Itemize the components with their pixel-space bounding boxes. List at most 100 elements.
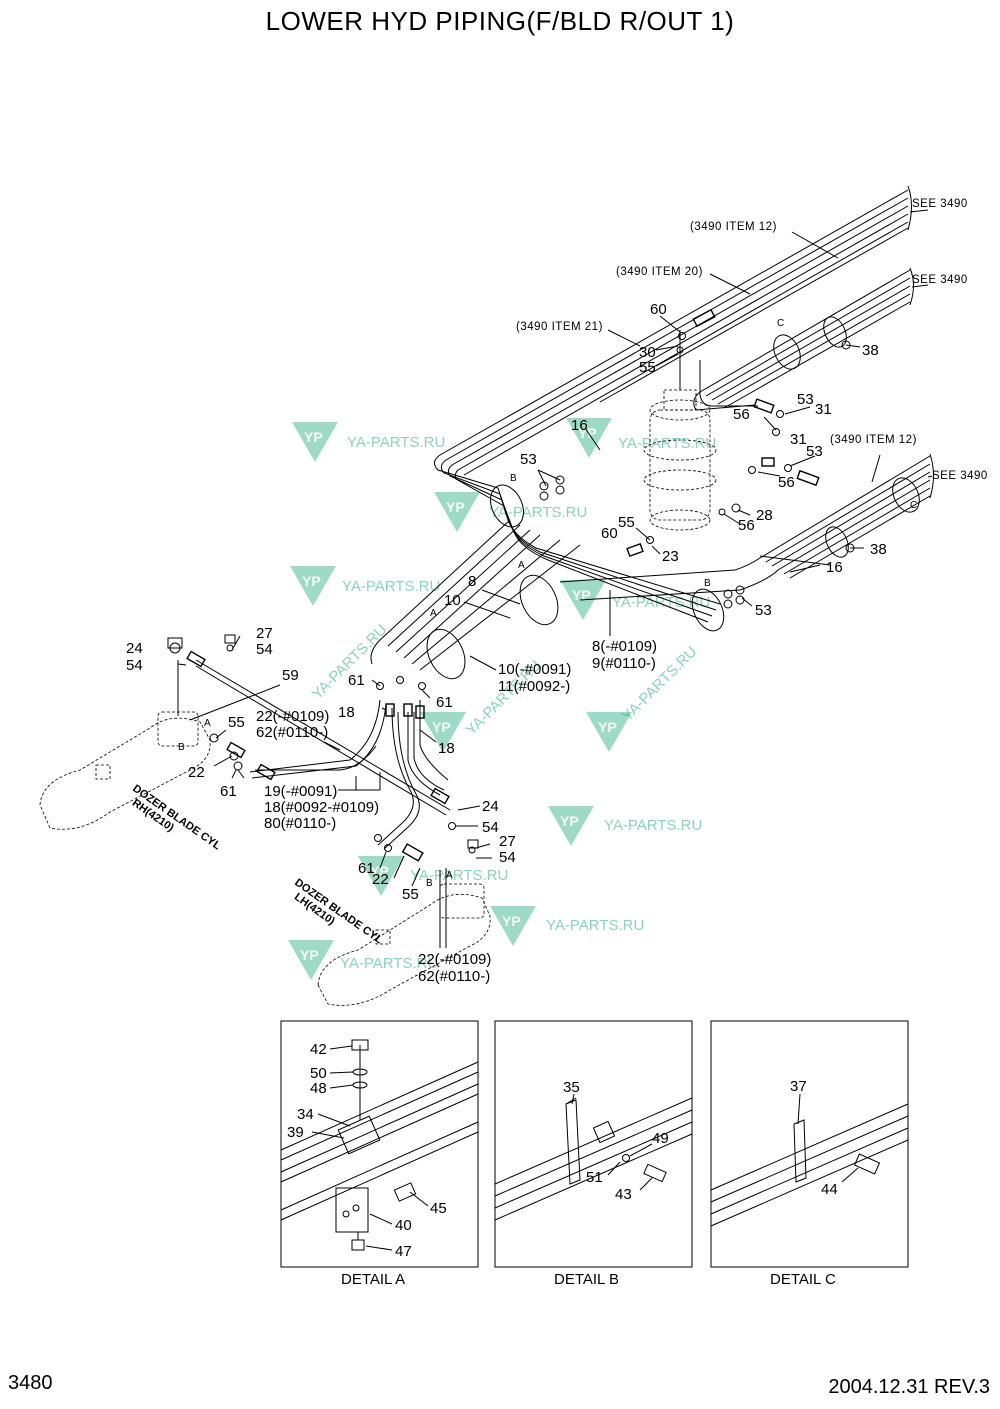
part-18: 18 <box>438 740 455 757</box>
section-letter-b: B <box>178 742 185 753</box>
cylinder-rh-name: DOZER BLADE CYL <box>130 783 223 853</box>
part-53: 53 <box>806 443 823 460</box>
pipe-bundle-upper <box>434 185 912 507</box>
watermark: YP YA-PARTS.RU <box>288 940 438 980</box>
watermark-badge: YP <box>502 913 521 929</box>
page-number: 3480 <box>8 1372 53 1394</box>
watermark: YP YA-PARTS.RU <box>292 422 445 462</box>
part-8: 8 <box>468 573 476 590</box>
watermark: YP YA-PARTS.RU <box>566 418 716 458</box>
note-62: 62(#0110-) <box>256 724 328 741</box>
part-22: 22 <box>188 764 205 781</box>
part-27: 27 <box>256 625 273 642</box>
note-8: 8(-#0109) <box>592 638 657 655</box>
part-56: 56 <box>733 406 750 423</box>
leader-lines <box>177 209 933 948</box>
detail-a-part: 45 <box>430 1200 447 1217</box>
watermark-badge: YP <box>432 719 451 735</box>
watermark: YP <box>586 712 632 752</box>
watermark-text: YA-PARTS.RU <box>618 435 716 452</box>
part-61: 61 <box>220 783 237 800</box>
part-60: 60 <box>650 301 667 318</box>
watermark-badge: YP <box>578 425 597 441</box>
part-55: 55 <box>618 514 635 531</box>
part-labels: SEE 3490 SEE 3490 SEE 3490 (3490 ITEM 12… <box>126 198 988 985</box>
part-16: 16 <box>571 417 588 434</box>
detail-b-part: 51 <box>586 1169 603 1186</box>
part-59: 59 <box>282 667 299 684</box>
cylinder-label-rh: DOZER BLADE CYL RH(4210) <box>130 783 223 853</box>
watermark-text: YA-PARTS.RU <box>347 434 445 451</box>
part-55: 55 <box>402 886 419 903</box>
part-54: 54 <box>482 819 499 836</box>
watermark-text: YA-PARTS.RU <box>342 578 440 595</box>
watermark-text: YA-PARTS.RU <box>489 504 587 521</box>
watermark: YP YA-PARTS.RU <box>434 492 587 532</box>
part-55: 55 <box>639 359 656 376</box>
detail-b-panel: 35 49 51 43 <box>494 1020 693 1268</box>
tube-59 <box>195 659 451 811</box>
watermark-text: YA-PARTS.RU <box>546 917 644 934</box>
dozer-blade-cylinder-lh <box>317 883 491 1006</box>
watermark-text: YA-PARTS.RU <box>410 867 508 884</box>
detail-a-part: 39 <box>287 1124 304 1141</box>
detail-b-part: 49 <box>652 1130 669 1147</box>
ref-item-12: (3490 ITEM 12) <box>690 221 777 233</box>
section-letter-b: B <box>510 473 517 484</box>
detail-b-part: 43 <box>615 1186 632 1203</box>
revision-date: 2004.12.31 REV.3 <box>828 1376 990 1398</box>
detail-a-part: 40 <box>395 1217 412 1234</box>
detail-b-caption: DETAIL B <box>554 1271 619 1288</box>
part-24: 24 <box>126 640 143 657</box>
part-18: 18 <box>338 704 355 721</box>
fittings <box>167 308 855 862</box>
watermark-rotated: YA-PARTS.RU <box>309 621 391 703</box>
section-letter-c: C <box>910 500 917 511</box>
part-54: 54 <box>499 849 516 866</box>
note-11: 11(#0092-) <box>498 678 570 695</box>
part-54: 54 <box>256 641 273 658</box>
watermark-badge: YP <box>598 719 617 735</box>
pipe-bundle-diagonal <box>370 487 721 671</box>
watermark-badge: YP <box>572 587 591 603</box>
section-letter-a: A <box>204 718 211 729</box>
dozer-blade-cylinder-rh <box>39 711 211 830</box>
detail-c-panel: 37 44 <box>710 1020 909 1268</box>
note-22: 22(-#0109) <box>418 951 491 968</box>
note-9: 9(#0110-) <box>592 655 656 672</box>
section-letter-a: A <box>430 608 437 619</box>
part-31: 31 <box>815 401 832 418</box>
detail-c-part: 44 <box>821 1181 838 1198</box>
pipe-bundle-middle <box>693 267 914 411</box>
note-22: 22(-#0109) <box>256 708 329 725</box>
watermark-badge: YP <box>370 863 389 879</box>
detail-a-panel: 42 50 48 34 39 45 40 47 <box>280 1020 479 1268</box>
detail-a-part: 34 <box>297 1106 314 1123</box>
part-55: 55 <box>228 714 245 731</box>
note-62: 62(#0110-) <box>418 968 490 985</box>
ref-see-3490: SEE 3490 <box>932 470 988 482</box>
part-56: 56 <box>778 474 795 491</box>
watermark: YP YA-PARTS.RU <box>358 856 508 896</box>
section-letter-b: B <box>426 878 433 889</box>
section-letter-c: C <box>777 318 784 329</box>
watermark-badge: YP <box>446 499 465 515</box>
section-letter-a: A <box>446 870 453 881</box>
part-23: 23 <box>662 548 679 565</box>
pipe-bundle-lower-right <box>559 453 934 601</box>
part-24: 24 <box>482 798 499 815</box>
swivel-joint <box>643 330 717 531</box>
part-16: 16 <box>826 559 843 576</box>
note-80: 80(#0110-) <box>264 815 336 832</box>
section-markers <box>426 316 920 680</box>
detail-a-part: 42 <box>310 1041 327 1058</box>
part-61: 61 <box>348 672 365 689</box>
hose-bundle-to-cylinders <box>249 699 449 850</box>
watermark: YP YA-PARTS.RU <box>490 906 644 946</box>
part-31: 31 <box>790 431 807 448</box>
watermark-badge: YP <box>304 429 323 445</box>
detail-b-part: 35 <box>563 1079 580 1096</box>
detail-c-part: 37 <box>790 1078 807 1095</box>
ref-item-12: (3490 ITEM 12) <box>830 434 917 446</box>
